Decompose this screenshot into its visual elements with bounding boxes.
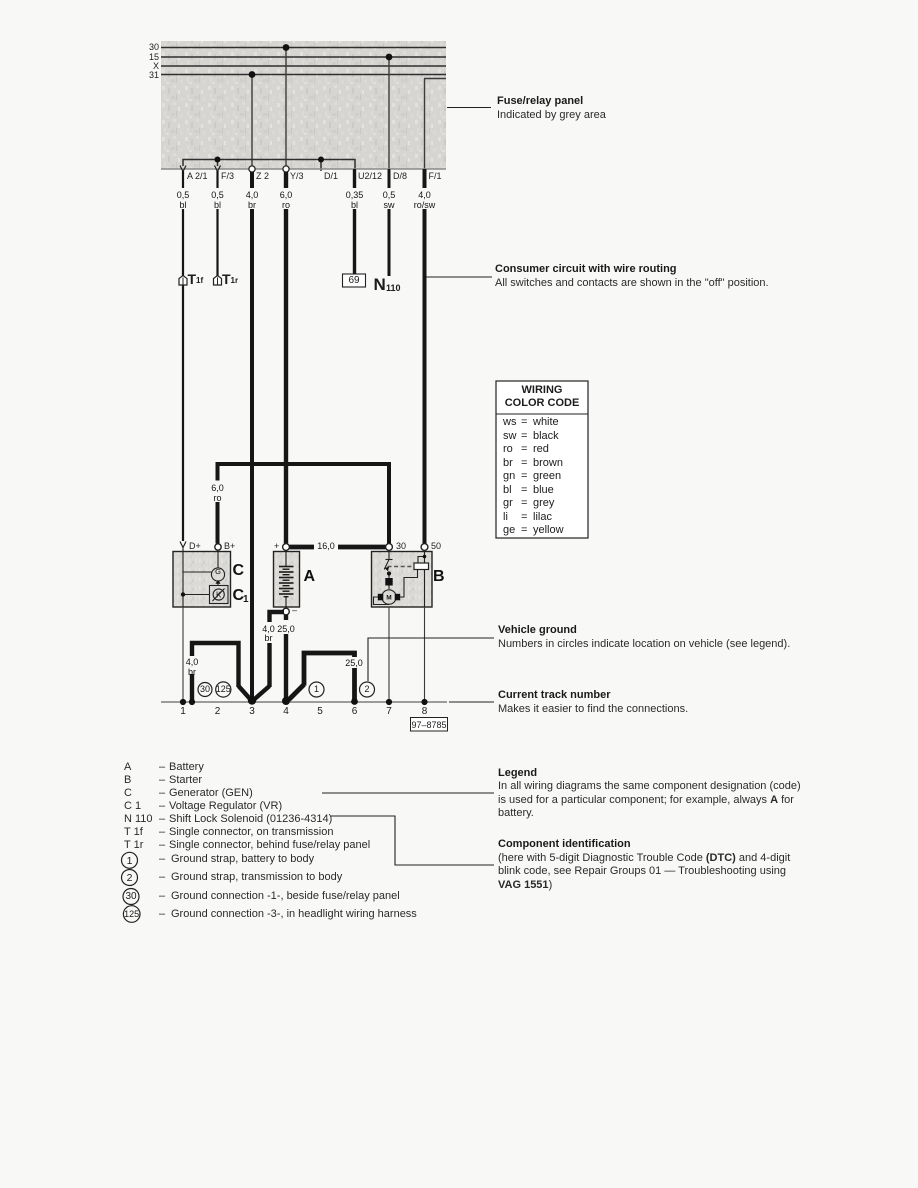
svg-text:G: G (215, 567, 221, 576)
svg-text:K: K (216, 591, 222, 600)
svg-text:M: M (386, 595, 391, 602)
